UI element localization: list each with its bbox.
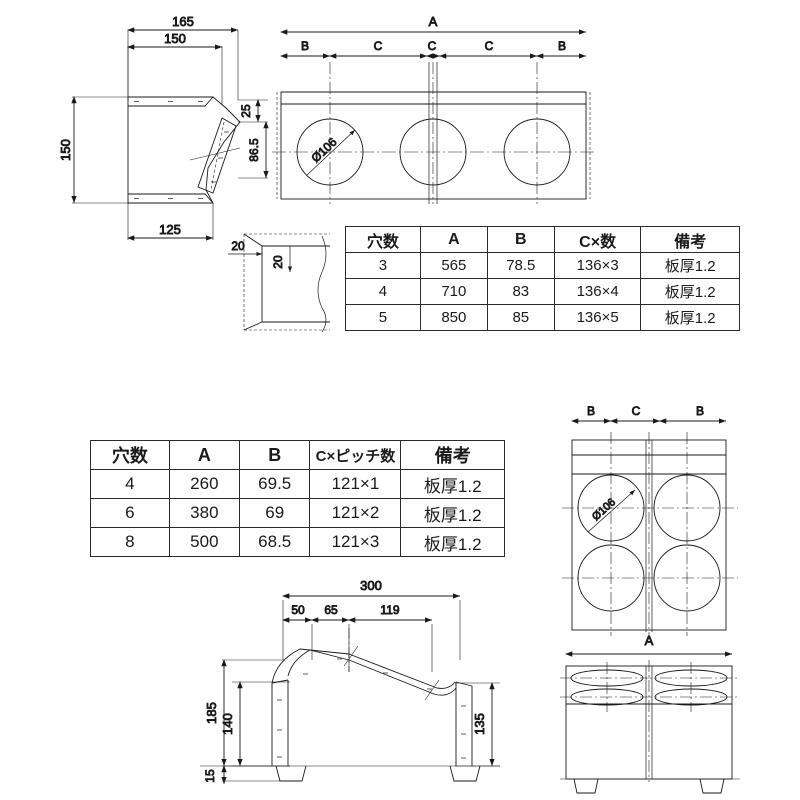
dim-140: 140	[220, 713, 235, 735]
dim-label-B-1: B	[301, 39, 309, 53]
dim-50: 50	[291, 603, 305, 617]
dim-label-A-top: A	[429, 14, 438, 29]
dim-300: 300	[360, 578, 382, 593]
dim-corner-h: 20	[231, 239, 245, 253]
dim-label-B-2: B	[558, 39, 566, 53]
table-row: 8 500 68.5 121×3 板厚1.2	[90, 527, 505, 557]
cell-b: 69.5	[239, 469, 311, 499]
table-row: 6 380 69 121×2 板厚1.2	[90, 498, 505, 528]
dim-label-C-1: C	[374, 39, 383, 53]
table-header-row: 穴数 A B C×ピッチ数 備考	[90, 440, 505, 470]
cell-remarks: 板厚1.2	[400, 498, 505, 528]
spec-table-holes-3: 穴数 A B C×数 備考 3 565 78.5 136×3 板厚1.2 4 7…	[345, 226, 740, 331]
dim-65: 65	[324, 603, 338, 617]
cell-a: 260	[168, 469, 241, 499]
cell-a: 710	[419, 278, 488, 305]
table-header-row: 穴数 A B C×数 備考	[345, 226, 740, 253]
cell-remarks: 板厚1.2	[640, 278, 740, 305]
cell-c: 121×2	[309, 498, 402, 528]
dim-150-height: 150	[58, 139, 73, 161]
cell-b: 78.5	[486, 252, 555, 279]
table-row: 3 565 78.5 136×3 板厚1.2	[345, 252, 740, 279]
th-a: A	[419, 226, 488, 253]
spec-table-holes-4: 穴数 A B C×ピッチ数 備考 4 260 69.5 121×1 板厚1.2 …	[90, 440, 505, 557]
cell-remarks: 板厚1.2	[400, 527, 505, 557]
dim-119: 119	[380, 603, 399, 617]
cell-b: 68.5	[239, 527, 311, 557]
dim-label-B-right: B	[696, 404, 704, 418]
th-remarks: 備考	[640, 226, 740, 253]
cell-hole-count: 3	[345, 252, 421, 279]
th-b: B	[486, 226, 555, 253]
dim-label-A-bottom: A	[645, 633, 654, 648]
dim-25: 25	[239, 104, 253, 118]
cell-b: 83	[486, 278, 555, 305]
front-elevation-group	[560, 651, 740, 794]
th-c-pitch: C×ピッチ数	[309, 440, 402, 470]
dim-15: 15	[203, 769, 217, 783]
cell-b: 85	[486, 304, 555, 331]
cell-b: 69	[239, 498, 311, 528]
dim-label-C-mid: C	[632, 404, 641, 418]
plan-view-3-group: A B C C C B	[272, 14, 596, 204]
th-hole-count: 穴数	[90, 440, 170, 470]
cell-remarks: 板厚1.2	[400, 469, 505, 499]
cell-c: 136×5	[553, 304, 642, 331]
hole-diameter-label-top: Ø106	[308, 135, 339, 165]
table-row: 4 260 69.5 121×1 板厚1.2	[90, 469, 505, 499]
dim-135: 135	[472, 713, 487, 735]
cell-a: 500	[168, 527, 241, 557]
cell-hole-count: 4	[90, 469, 170, 499]
table-row: 5 850 85 136×5 板厚1.2	[345, 304, 740, 331]
table-row: 4 710 83 136×4 板厚1.2	[345, 278, 740, 305]
dim-corner-v: 20	[271, 255, 285, 269]
cell-c: 136×4	[553, 278, 642, 305]
dim-label-B-left: B	[587, 404, 595, 418]
cell-hole-count: 8	[90, 527, 170, 557]
dim-label-C-2: C	[428, 39, 437, 53]
cell-c: 121×3	[309, 527, 402, 557]
dim-86-5: 86.5	[247, 138, 261, 162]
th-b: B	[239, 440, 311, 470]
cell-hole-count: 6	[90, 498, 170, 528]
th-a: A	[168, 440, 241, 470]
cell-a: 850	[419, 304, 488, 331]
cell-a: 380	[168, 498, 241, 528]
stand-view-group: 300 50 65 119	[200, 578, 500, 784]
cell-c: 121×1	[309, 469, 402, 499]
side-view-group: 165 150 150 125 25 86.5	[58, 14, 269, 241]
plan-view-4-group: B C B Ø106	[562, 404, 738, 648]
cell-hole-count: 4	[345, 278, 421, 305]
dim-150-depth: 150	[164, 31, 186, 46]
cell-c: 136×3	[553, 252, 642, 279]
th-hole-count: 穴数	[345, 226, 421, 253]
hole-diameter-label-bottom: Ø106	[590, 496, 618, 523]
dim-label-C-3: C	[485, 39, 494, 53]
th-c-count: C×数	[553, 226, 642, 253]
cell-remarks: 板厚1.2	[640, 304, 740, 331]
th-remarks: 備考	[400, 440, 505, 470]
cell-hole-count: 5	[345, 304, 421, 331]
dim-125: 125	[159, 222, 181, 237]
dim-185: 185	[204, 702, 219, 724]
corner-detail-group: 20 20	[228, 233, 330, 333]
dim-165: 165	[172, 14, 194, 29]
cell-remarks: 板厚1.2	[640, 252, 740, 279]
cell-a: 565	[419, 252, 488, 279]
